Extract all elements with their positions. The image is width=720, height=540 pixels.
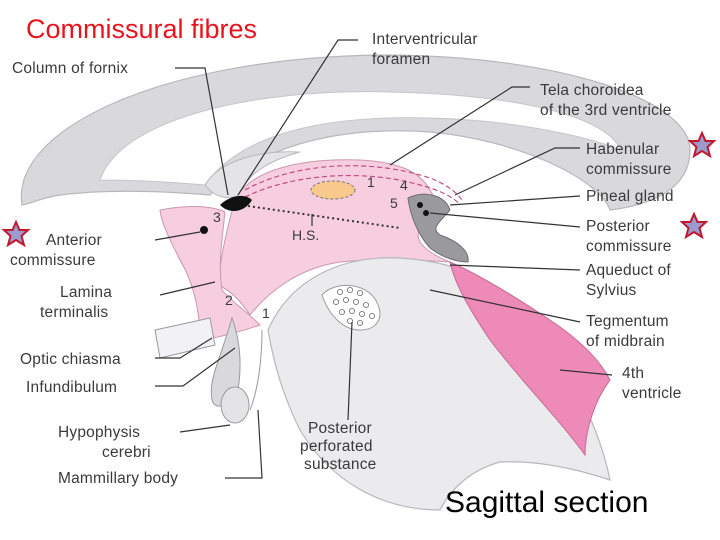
fornix-column xyxy=(204,151,301,198)
anterior-commissure-mass xyxy=(220,195,252,212)
label-tegmentum-of-midbrain: Tegmentum of midbrain xyxy=(586,313,673,350)
leader-lines xyxy=(154,39,613,479)
label-posterior-perforated-substance: Posterior perforated substance xyxy=(300,420,377,473)
label-hypophysis-cerebri: Hypophysis cerebri xyxy=(58,424,151,461)
fourth-ventricle xyxy=(449,261,611,457)
star-icon xyxy=(687,130,717,159)
diagram-subtitle: Sagittal section xyxy=(445,486,648,519)
num-1: 1 xyxy=(367,174,375,190)
label-infundibulum: Infundibulum xyxy=(26,379,117,396)
star-icon xyxy=(679,211,709,240)
label-column-of-fornix: Column of fornix xyxy=(12,60,128,77)
star-icon xyxy=(1,219,31,248)
label-interventricular-foramen: Interventricular foramen xyxy=(372,31,482,68)
hs-sulcus-line xyxy=(247,205,401,229)
label-anterior-commissure: Anterior commissure xyxy=(10,232,106,269)
tela-choroidea-line xyxy=(244,165,463,201)
label-aqueduct-of-sylvius: Aqueduct of Sylvius xyxy=(586,262,675,299)
perforation-dots xyxy=(332,286,376,327)
label-lamina-terminalis: Lamina terminalis xyxy=(40,284,117,321)
label-pineal-gland: Pineal gland xyxy=(586,188,674,205)
hs-label: H.S. xyxy=(292,227,319,243)
label-tela-choroidea: Tela choroidea of the 3rd ventricle xyxy=(540,82,672,119)
label-habenular-commissure: Habenular commissure xyxy=(586,141,672,178)
lamina-terminalis-region xyxy=(159,205,261,341)
num-5: 5 xyxy=(390,195,398,211)
num-1b: 1 xyxy=(262,305,270,321)
num-2: 2 xyxy=(225,292,233,308)
optic-chiasma-shape xyxy=(154,317,216,359)
label-posterior-commissure: Posterior commissure xyxy=(586,218,672,255)
num-3: 3 xyxy=(213,209,221,225)
anterior-commissure-dot xyxy=(200,226,208,234)
posterior-perforated-shape xyxy=(321,284,381,331)
label-mammillary-body: Mammillary body xyxy=(58,470,178,487)
interthalamic-adhesion xyxy=(310,180,356,200)
label-fourth-ventricle: 4th ventricle xyxy=(622,365,682,402)
hypophysis-shape xyxy=(220,386,250,424)
tectum xyxy=(407,193,469,263)
num-4: 4 xyxy=(400,177,408,193)
diagram-title: Commissural fibres xyxy=(26,14,257,44)
label-optic-chiasma: Optic chiasma xyxy=(20,351,121,368)
